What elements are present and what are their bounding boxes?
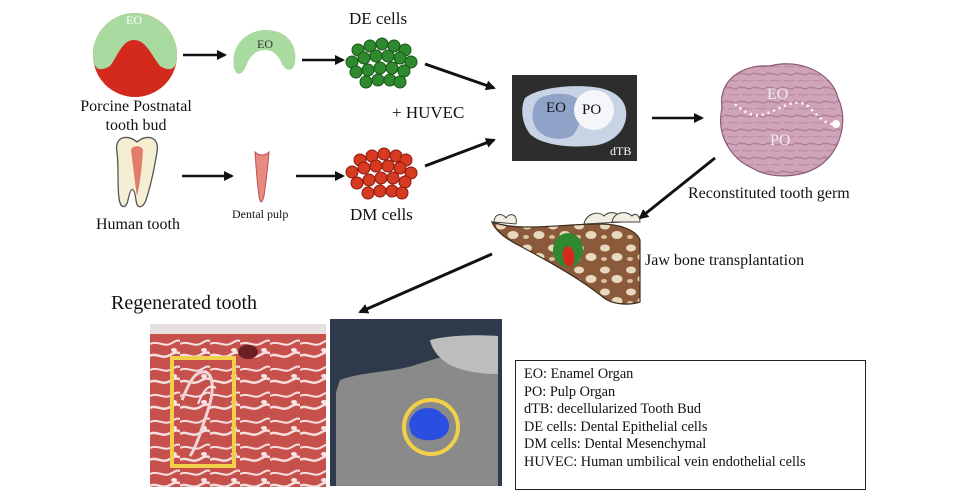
legend-item: EO: Enamel Organ <box>524 366 634 382</box>
label-huvec: + HUVEC <box>392 103 465 122</box>
scan-panel <box>330 319 502 486</box>
scan-highlight-circle <box>402 398 460 456</box>
legend-item: dTB: decellularized Tooth Bud <box>524 401 702 417</box>
label-germ-eo: EO <box>767 86 789 103</box>
label-jaw-bone: Jaw bone transplantation <box>645 252 805 269</box>
dm-cell-cluster <box>345 147 418 200</box>
legend-item: PO: Pulp Organ <box>524 383 616 400</box>
dtb-photo <box>512 75 637 161</box>
label-human-tooth: Human tooth <box>96 216 180 233</box>
arrow-jaw-to-regenerated <box>358 252 493 314</box>
dental-pulp-shape <box>254 150 270 203</box>
label-dm-cells: DM cells <box>350 205 413 224</box>
label-dental-pulp: Dental pulp <box>232 207 289 221</box>
legend-box: EO: Enamel Organ PO: Pulp Organ dTB: dec… <box>515 360 866 490</box>
label-eo-small: EO <box>257 37 273 51</box>
legend-item: HUVEC: Human umbilical vein endothelial … <box>524 453 806 470</box>
label-germ-po: PO <box>770 132 791 149</box>
label-regenerated: Regenerated tooth <box>111 292 258 314</box>
isolated-enamel-organ <box>233 30 296 74</box>
legend-item: DE cells: Dental Epithelial cells <box>524 418 708 435</box>
label-de-cells: DE cells <box>349 9 408 28</box>
arrow-germ-to-jaw <box>638 156 716 220</box>
de-cell-cluster <box>345 37 418 89</box>
histology-highlight-box <box>170 356 236 468</box>
label-bud-eo: EO <box>126 13 142 27</box>
legend-item: DM cells: Dental Mesenchymal <box>524 436 707 452</box>
human-tooth <box>115 136 159 208</box>
reconstituted-tooth-germ <box>720 63 844 177</box>
porcine-tooth-bud <box>93 13 177 97</box>
label-porcine: Porcine Postnatal <box>80 98 192 115</box>
arrow-dm-to-dtb <box>424 138 496 168</box>
jaw-bone-transplant <box>490 212 641 305</box>
arrow-de-to-dtb <box>424 62 496 91</box>
label-dtb-po: PO <box>582 102 602 118</box>
label-dtb-eo: EO <box>546 100 566 116</box>
label-tooth-bud: tooth bud <box>105 117 167 134</box>
label-reconstituted: Reconstituted tooth germ <box>688 185 850 202</box>
label-dtb: dTB <box>610 144 632 158</box>
histology-panel <box>150 324 326 487</box>
